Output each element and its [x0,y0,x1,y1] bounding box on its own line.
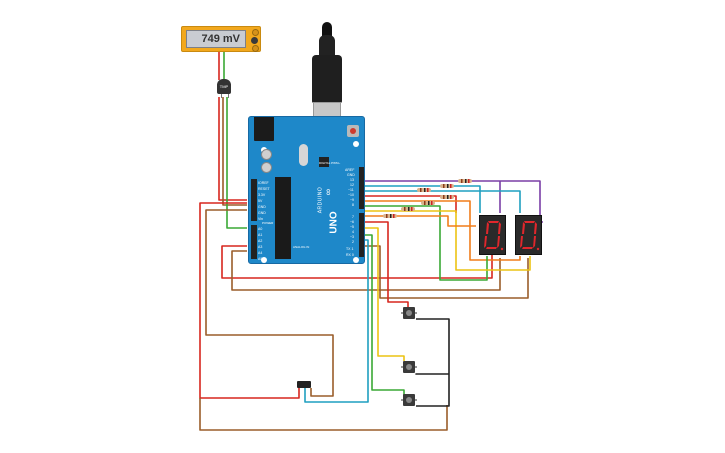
wire-brown-right [365,245,529,299]
mount-hole [261,257,267,263]
analog-header [251,225,257,259]
meter-terminal-icon [252,29,259,36]
capacitor [261,149,272,160]
wire-sensor-red [218,97,247,201]
wire-teal-2 [364,190,521,213]
meter-terminal-icon [252,45,259,52]
slide-switch[interactable] [297,381,311,388]
model-label: UNO [328,211,340,234]
pin-label: 12 [350,183,354,187]
wire-left-brown [205,209,334,397]
seven-segment-display-1[interactable] [479,215,506,255]
wire-brown-display [231,250,501,291]
pin-label: ~10 [348,193,354,197]
pin-label: GND [347,173,355,177]
wire-green-btn [364,234,405,395]
arduino-logo-icon: ∞ [323,188,334,196]
pin-label: A5 [258,257,263,261]
usb-chip [319,157,329,167]
digital-header-low [359,213,364,257]
wire-teal-btn [304,239,369,403]
pin-label: A4 [258,251,263,255]
pin-label: IOREF [258,181,269,185]
pin-label: 2 [352,240,354,244]
mount-hole [353,257,359,263]
pin-label: ~3 [350,235,354,239]
push-button-2[interactable] [403,361,415,373]
wire-black-btn [415,318,450,407]
arduino-uno-board[interactable]: IOREF RESET 3.3V 5V GND GND Vin A0 A1 A2… [248,116,365,264]
wire-green-d [364,205,488,281]
crystal [299,144,308,166]
resistors [383,179,472,218]
seven-segment-display-2[interactable] [515,215,542,255]
usb-cable-strain-icon [322,22,332,38]
wire-yellow-btn [364,227,405,361]
pin-label: 13 [350,178,354,182]
usb-cable [319,35,335,57]
usb-plug[interactable] [312,55,342,103]
pin-label: 7 [352,215,354,219]
meter-dial-icon[interactable] [251,37,258,44]
pin-label: GND [258,205,266,209]
multimeter[interactable]: 749 mV [181,26,261,52]
section-label: DIGITAL PWM~ [319,161,341,165]
wire-orange-r [364,215,476,227]
wire-red-btn [364,221,409,307]
pin-label: 8 [352,203,354,207]
pin-label: ~9 [350,198,354,202]
pin-label: RESET [258,187,270,191]
digit-segments [520,221,540,251]
reset-button[interactable] [347,125,359,137]
power-header [251,179,257,221]
power-jack [254,117,274,141]
section-label: ANALOG IN [293,245,310,249]
pin-label: 3.3V [258,193,266,197]
temperature-sensor[interactable]: TMP [217,79,231,94]
wire-yellow-d [364,210,531,271]
pin-label: GND [258,211,266,215]
sensor-label: TMP [219,84,229,89]
wire-sensor-green [226,97,247,229]
pin-label: AREF [345,168,355,172]
pin-label: Vin [258,217,263,221]
wire-red-d [364,195,457,213]
pin-label: 4 [352,230,354,234]
push-button-3[interactable] [403,394,415,406]
multimeter-reading: 749 mV [186,30,246,48]
pin-label: ~6 [350,220,354,224]
pin-label: A3 [258,245,263,249]
digit-segments [484,221,504,251]
wire-bottom-brown-loop [199,398,448,431]
brand-label: ARDUINO [317,186,324,214]
wire-teal-1 [364,185,481,213]
section-label: POWER [262,221,274,225]
pin-label: A1 [258,233,263,237]
wire-orange-d [364,200,521,261]
wire-sensor-brown [222,97,247,206]
capacitor [261,162,272,173]
digital-header-high [359,167,364,209]
pin-label: TX 1 [346,247,354,251]
push-button-1[interactable] [403,307,415,319]
atmega-chip [275,177,291,259]
resistor-bands [386,179,470,218]
mount-hole [353,141,359,147]
pin-label: RX 0 [346,253,354,257]
pin-label: A0 [258,227,263,231]
pin-label: ~5 [350,225,354,229]
pin-label: ~11 [348,188,354,192]
pin-label: A2 [258,239,263,243]
pin-label: 5V [258,199,263,203]
sensor-legs [221,94,229,98]
